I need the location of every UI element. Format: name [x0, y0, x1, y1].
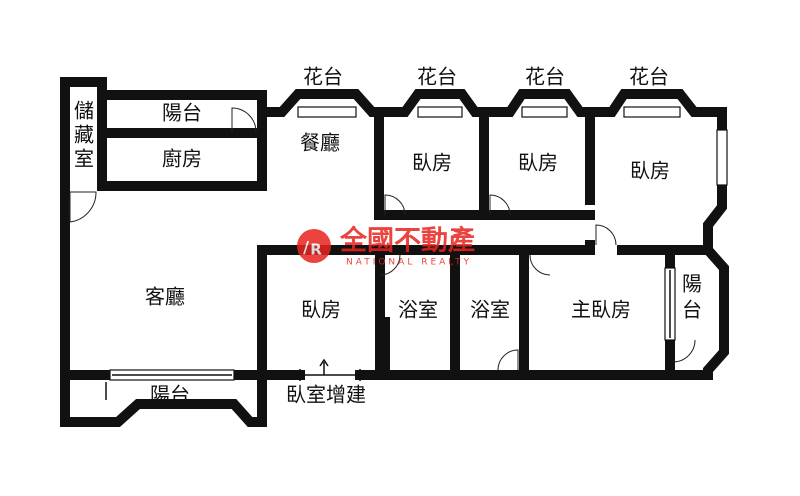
lower-balcony-label: 陽台 — [150, 383, 190, 407]
storage-room-label: 儲藏室 — [74, 99, 94, 171]
doors — [69, 107, 696, 400]
bedroom-label: 臥房 — [630, 159, 670, 183]
windows — [109, 106, 728, 381]
upper-balcony-label: 陽台 — [162, 101, 202, 125]
realty-logo-icon — [297, 229, 331, 263]
right-balcony-label: 陽台 — [682, 272, 702, 322]
extension-note-label: 臥室增建 — [286, 383, 366, 407]
dining-room-label: 餐廳 — [300, 131, 340, 155]
bedroom-label: 臥房 — [412, 151, 452, 175]
planter-label: 花台 — [303, 65, 343, 89]
bathroom-label: 浴室 — [398, 298, 438, 322]
watermark-brand: 全國不動產 — [339, 225, 475, 257]
watermark: / R 全國不動產 NATIONAL REALTY — [297, 225, 475, 268]
watermark-subtitle: NATIONAL REALTY — [346, 258, 472, 268]
room-labels: 花台 花台 花台 花台 儲藏室 陽台 廚房 餐廳 臥房 臥房 臥房 客廳 臥房 … — [74, 65, 702, 407]
planter-label: 花台 — [417, 65, 457, 89]
master-bedroom-label: 主臥房 — [571, 298, 631, 322]
planter-label: 花台 — [525, 65, 565, 89]
bathroom-label: 浴室 — [470, 298, 510, 322]
bedroom-label: 臥房 — [301, 298, 341, 322]
walls — [60, 77, 729, 427]
svg-text:R: R — [310, 241, 322, 259]
bedroom-label: 臥房 — [518, 151, 558, 175]
kitchen-label: 廚房 — [162, 147, 202, 171]
planter-label: 花台 — [629, 65, 669, 89]
svg-text:/: / — [303, 238, 309, 257]
living-room-label: 客廳 — [145, 285, 185, 309]
